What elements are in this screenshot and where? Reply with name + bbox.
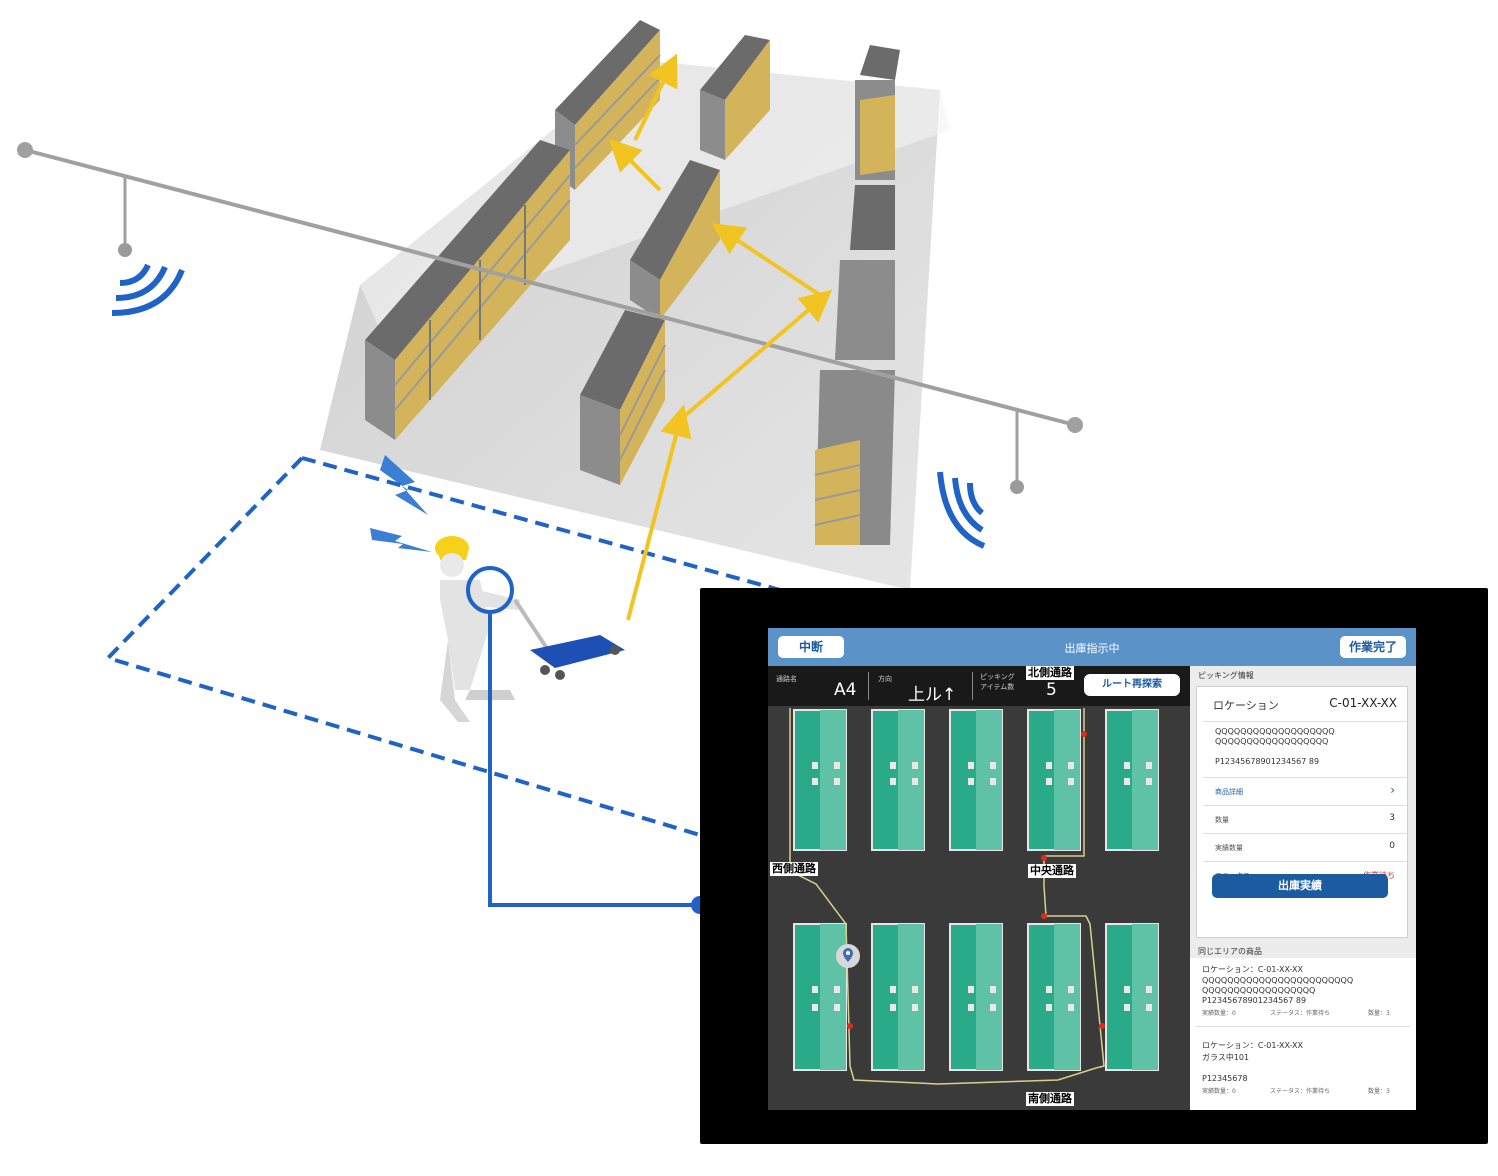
tablet-device: 中断 出庫指示中 作業完了	[700, 588, 1488, 1144]
product-code: P12345678901234567 89	[1215, 757, 1320, 766]
product-row: QQQQQQQQQQQQQQQQQQQ QQQQQQQQQQQQQQQQQQ P…	[1203, 721, 1407, 778]
map-info-bar: 通路名 A4 方向 上ル↑ ピッキング アイテム数 5 北側通路 ルート再探索	[768, 666, 1190, 706]
shelf-row-right	[814, 45, 900, 545]
location-value: C-01-XX-XX	[1329, 696, 1397, 710]
suspend-button[interactable]: 中断	[778, 636, 844, 658]
rack-row-bottom	[793, 923, 1159, 1071]
quantity-row: 数量 3	[1203, 805, 1407, 834]
warehouse-map[interactable]: 通路名 A4 方向 上ル↑ ピッキング アイテム数 5 北側通路 ルート再探索 …	[768, 666, 1190, 1110]
actual-quantity-row: 実績数量 0	[1203, 833, 1407, 862]
reroute-button[interactable]: ルート再探索	[1084, 674, 1180, 696]
direction-label: 方向	[878, 675, 892, 683]
complete-button[interactable]: 作業完了	[1340, 636, 1406, 658]
location-label: ロケーション	[1213, 699, 1279, 712]
page-title: 出庫指示中	[1064, 642, 1120, 655]
rack-row-top	[793, 709, 1159, 851]
nearby-item-1-actual: 実績数量：0	[1202, 1010, 1236, 1017]
nearby-item-2-location: ロケーション：C-01-XX-XX	[1202, 1041, 1303, 1050]
hand-cart	[513, 598, 625, 680]
picking-route	[608, 53, 833, 621]
picking-count-label-2: アイテム数	[980, 683, 1015, 691]
direction-value: 上ル↑	[908, 685, 957, 705]
ship-record-button[interactable]: 出庫実績	[1212, 874, 1388, 898]
nearby-item-2-code: P12345678	[1202, 1074, 1248, 1083]
aisle-label-north: 北側通路	[1026, 666, 1074, 680]
quantity-value: 3	[1389, 813, 1395, 823]
app-header: 中断 出庫指示中 作業完了	[768, 628, 1416, 666]
actual-quantity-label: 実績数量	[1215, 844, 1243, 852]
picking-info-header: ピッキング情報	[1198, 671, 1254, 680]
network-cable	[17, 142, 1083, 494]
aisle-label-west: 西側通路	[770, 862, 818, 876]
tablet-screen: 中断 出庫指示中 作業完了	[768, 628, 1416, 1110]
picking-count-value: 5	[1046, 680, 1057, 700]
nearby-item-2-status: ステータス：作業待ち	[1270, 1088, 1331, 1095]
wifi-signal-right-icon	[937, 471, 986, 549]
actual-quantity-value: 0	[1389, 841, 1395, 851]
aisle-label-center: 中央通路	[1028, 864, 1076, 878]
nearby-item-1-name-1: QQQQQQQQQQQQQQQQQQQQQQQQ	[1202, 976, 1354, 985]
location-row: ロケーション C-01-XX-XX	[1203, 687, 1407, 722]
nearby-item-1-name-2: QQQQQQQQQQQQQQQQQQ	[1202, 986, 1316, 995]
picking-info-panel: ピッキング情報 ロケーション C-01-XX-XX QQQQQQQQQQQQQQ…	[1190, 666, 1416, 1110]
product-detail-row[interactable]: 商品詳細 ›	[1203, 777, 1407, 806]
wifi-signal-left-icon	[111, 263, 185, 316]
quantity-label: 数量	[1215, 816, 1229, 824]
route-points	[847, 731, 1105, 1029]
picking-info-card: ロケーション C-01-XX-XX QQQQQQQQQQQQQQQQQQQ QQ…	[1196, 686, 1408, 938]
nearby-item-2-name: ガラス中101	[1202, 1053, 1250, 1062]
location-pin-icon	[836, 944, 860, 968]
aisle-name-label: 通路名	[776, 675, 797, 683]
nearby-items-list[interactable]: ロケーション：C-01-XX-XX QQQQQQQQQQQQQQQQQQQQQQ…	[1190, 958, 1416, 1110]
nearby-item-1-qty: 数量：3	[1368, 1010, 1390, 1017]
chevron-right-icon: ›	[1390, 783, 1395, 797]
nearby-item-2-qty: 数量：3	[1368, 1088, 1390, 1095]
product-detail-label: 商品詳細	[1215, 788, 1243, 796]
product-name-1: QQQQQQQQQQQQQQQQQQQ	[1215, 727, 1335, 736]
rack-slots	[812, 762, 1152, 1011]
worker-figure	[435, 536, 520, 722]
nearby-item-1-location: ロケーション：C-01-XX-XX	[1202, 965, 1303, 974]
aisle-name-value: A4	[834, 680, 857, 700]
aisle-label-south: 南側通路	[1026, 1092, 1074, 1106]
picking-count-label: ピッキング	[980, 673, 1015, 681]
device-connector	[466, 566, 709, 914]
shelf-row-middle	[580, 35, 770, 485]
lightning-icon	[370, 455, 432, 552]
nearby-item-1-status: ステータス：作業待ち	[1270, 1010, 1331, 1017]
nearby-item-2-actual: 実績数量：0	[1202, 1088, 1236, 1095]
coverage-area	[104, 456, 701, 837]
nearby-items-header: 同じエリアの商品	[1198, 947, 1262, 956]
product-name-2: QQQQQQQQQQQQQQQQQQ	[1215, 737, 1329, 746]
shelf-row-left	[365, 20, 661, 440]
nearby-item-1-code: P12345678901234567 89	[1202, 996, 1307, 1005]
